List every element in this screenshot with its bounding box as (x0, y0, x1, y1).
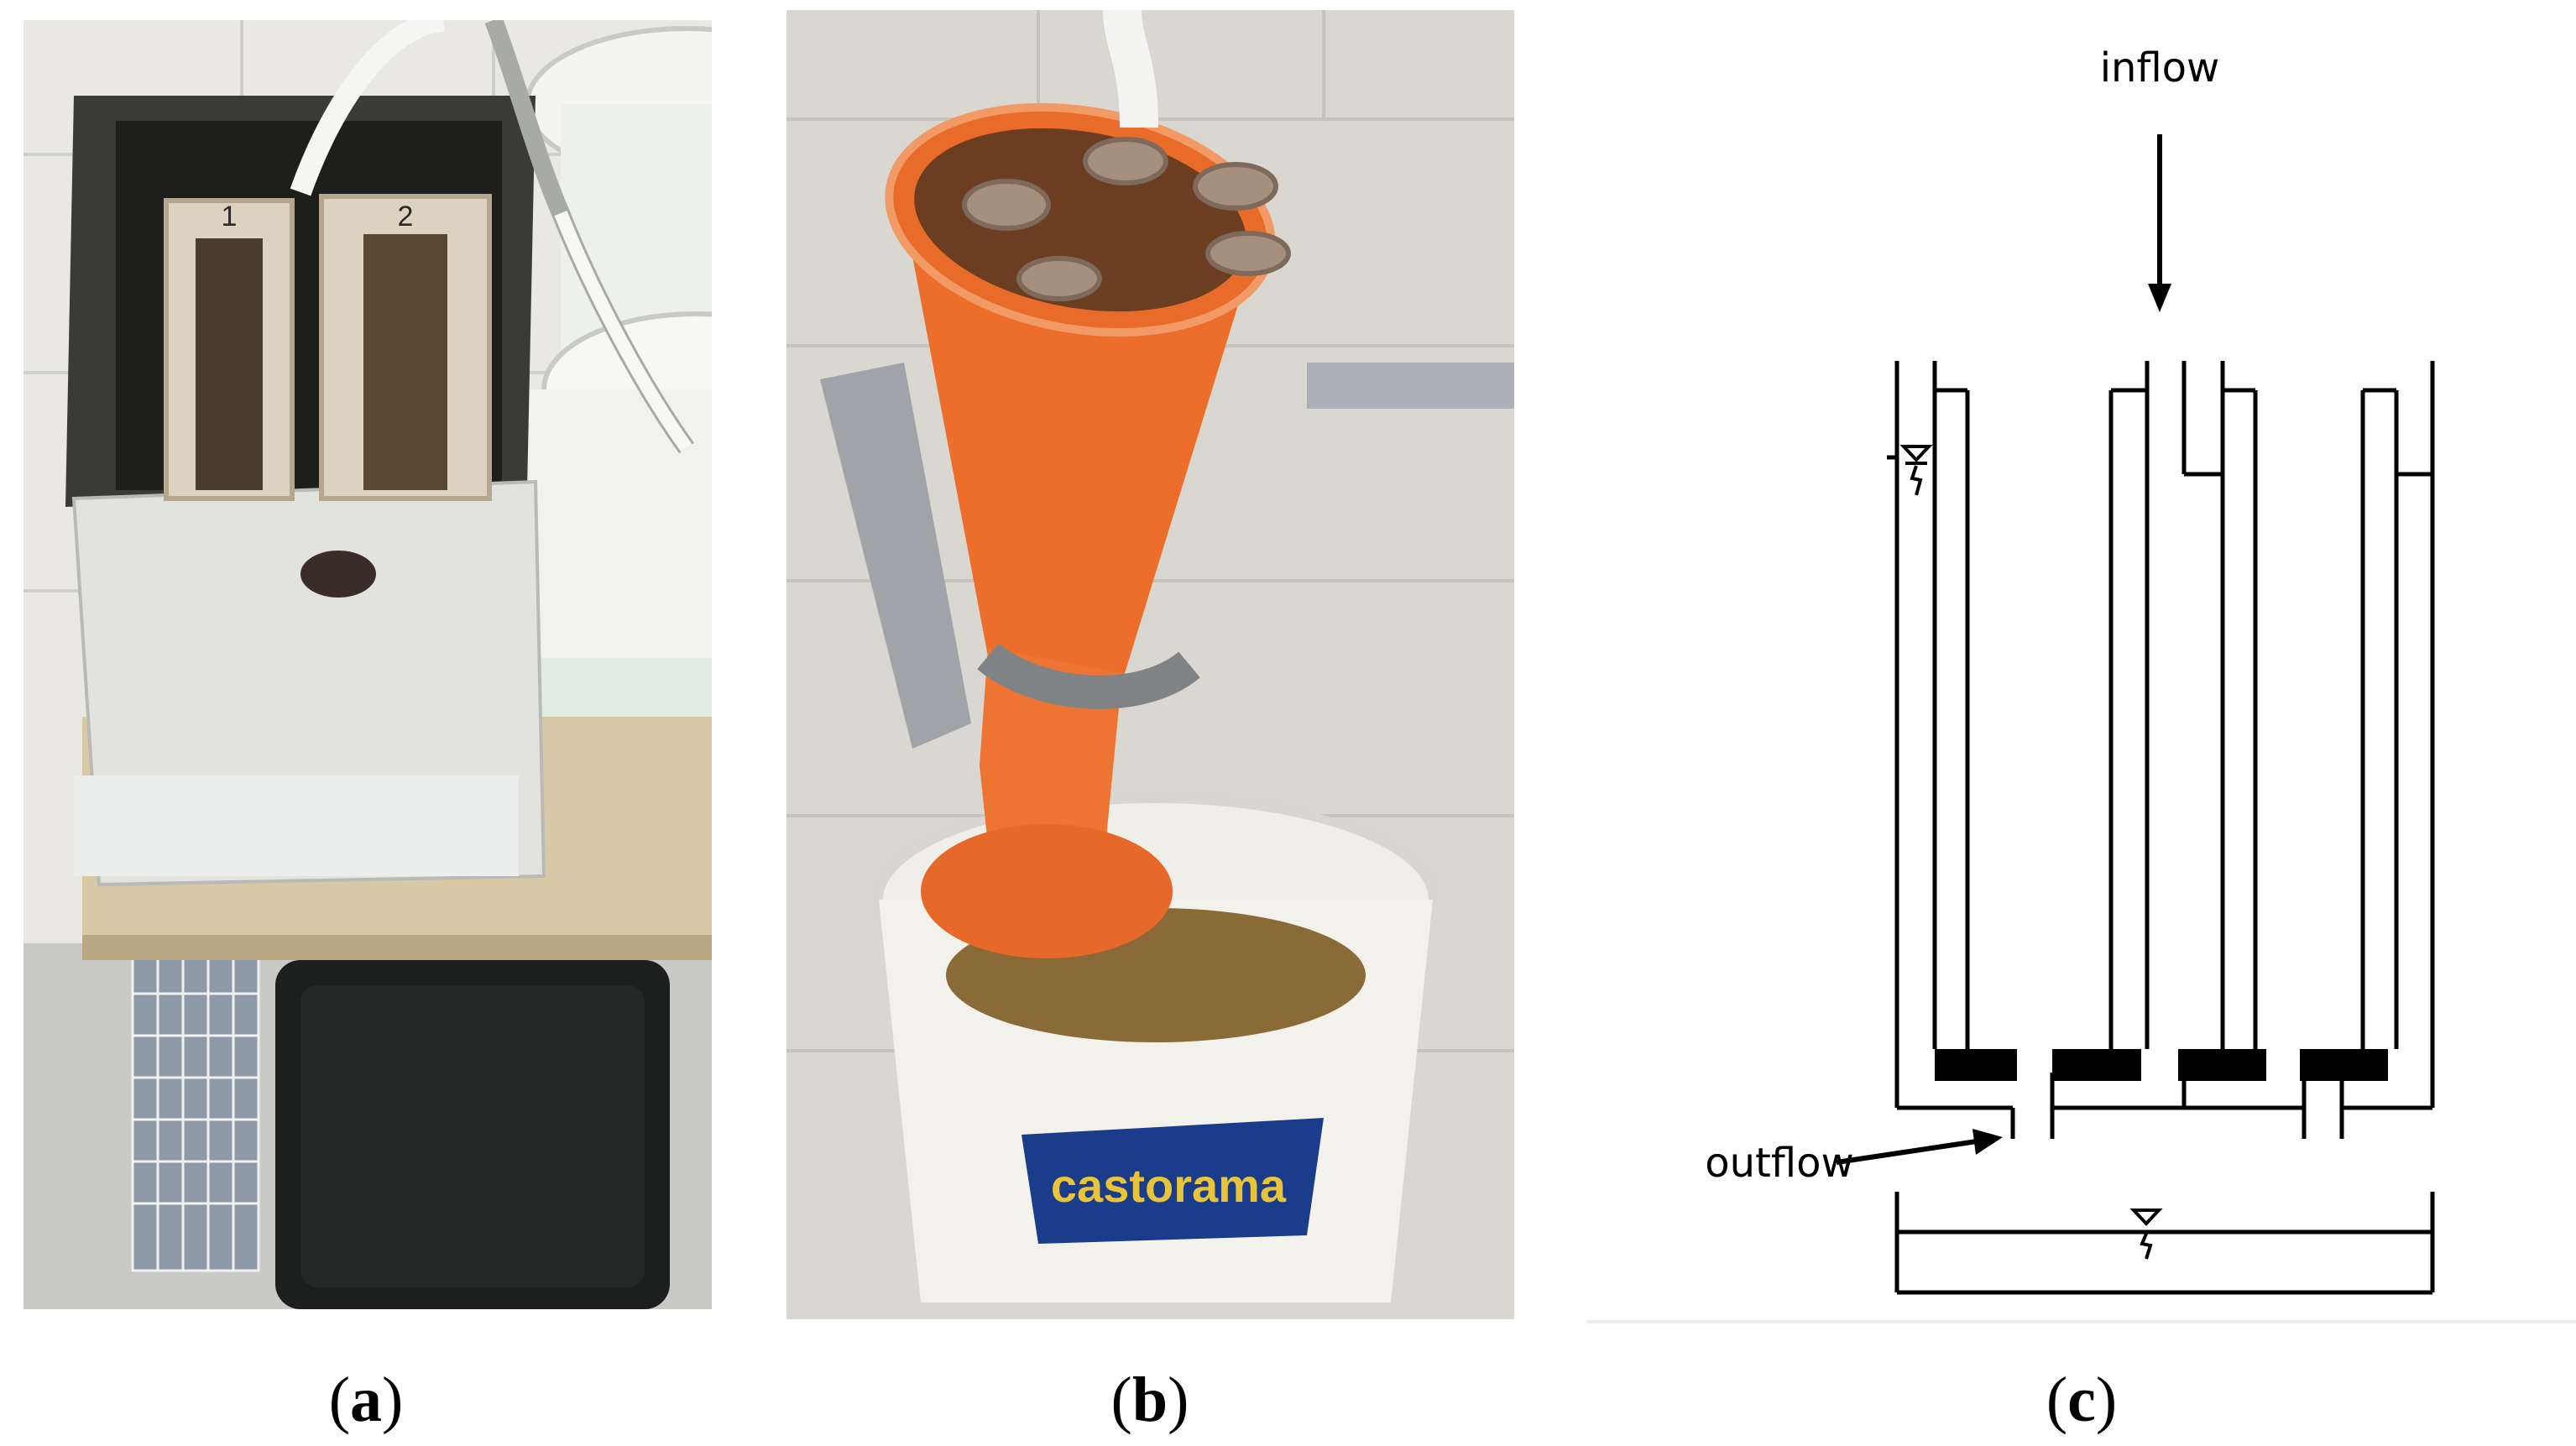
outflow-arrow-head (1972, 1129, 2003, 1155)
tank-water-level-symbol (2129, 1208, 2163, 1260)
outflow-label: outflow (1705, 1140, 1853, 1187)
photo-panel-a: MIESZ 1 2 (24, 20, 712, 1309)
drainage-blocks (1935, 1049, 2388, 1081)
water-level-symbol (1899, 445, 1933, 496)
caption-a: (a) (328, 1365, 404, 1435)
sample-2-marking: 2 (398, 201, 414, 232)
schematic-panel-c: inflow (1586, 0, 2576, 1334)
caption-b: (b) (1110, 1365, 1189, 1435)
caption-c: (c) (2046, 1365, 2118, 1435)
inflow-label: inflow (2100, 44, 2220, 91)
pipe-filter-photo: castorama (786, 10, 1514, 1319)
filter-columns (1887, 361, 2435, 1295)
sample-1-marking: 1 (222, 201, 238, 232)
bucket-brand-marking: castorama (1051, 1159, 1287, 1212)
outflow-arrow (1836, 1139, 1978, 1165)
photo-panel-b: castorama (786, 10, 1514, 1319)
inflow-arrow-head (2148, 284, 2171, 312)
schematic-diagram: inflow (1586, 0, 2576, 1334)
box-filter-photo: MIESZ 1 2 (24, 20, 712, 1309)
